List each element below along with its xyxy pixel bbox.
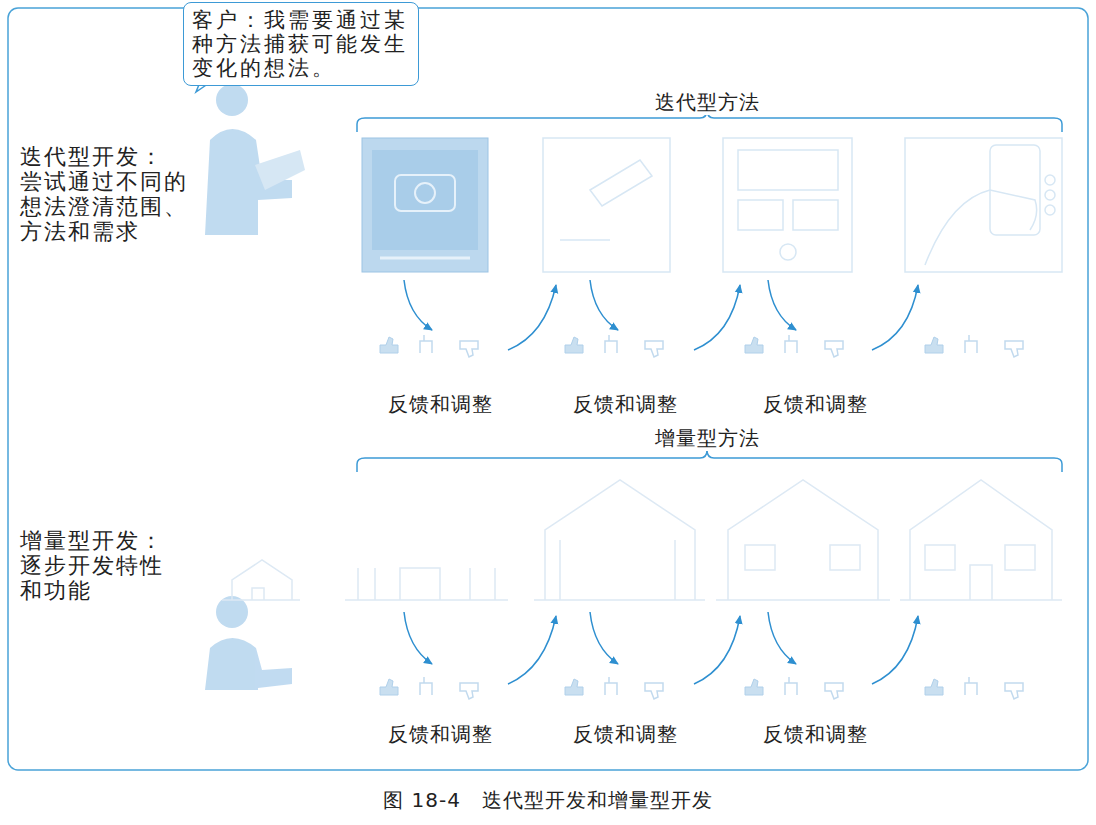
feedback-icon	[645, 683, 663, 699]
feedback-icon	[565, 679, 583, 695]
callout-text: 客户：我需要通过某种方法捕获可能发生变化的想法。	[192, 8, 412, 80]
feedback-label: 反馈和调整	[388, 392, 493, 417]
panel-border	[8, 8, 1088, 770]
callout-bubble: 客户：我需要通过某种方法捕获可能发生变化的想法。	[183, 2, 419, 86]
feedback-icon	[1005, 683, 1023, 699]
brace-label: 增量型方法	[655, 426, 760, 451]
feedback-icon	[565, 337, 583, 353]
iteration-image	[543, 138, 670, 272]
section-heading: 迭代型开发：	[20, 144, 200, 169]
feedback-icons	[380, 335, 1023, 699]
iteration-image	[905, 138, 1062, 272]
iteration-image	[723, 138, 852, 272]
feedback-icon	[420, 335, 432, 353]
feedback-icon	[1005, 341, 1023, 357]
brace	[357, 450, 1062, 472]
brace-label: 迭代型方法	[655, 90, 760, 115]
section-body: 逐步开发特性和功能	[20, 553, 170, 603]
feedback-icon	[745, 337, 763, 353]
feedback-icon	[785, 335, 797, 353]
feedback-icon	[605, 335, 617, 353]
feedback-arrow	[404, 280, 918, 684]
feedback-label: 反馈和调整	[573, 722, 678, 747]
feedback-icon	[645, 341, 663, 357]
feedback-icon	[825, 341, 843, 357]
feedback-icon	[785, 677, 797, 695]
section-body: 尝试通过不同的想法澄清范围、方法和需求	[20, 169, 192, 244]
feedback-icon	[925, 337, 943, 353]
person-figure	[205, 596, 292, 690]
feedback-icon	[420, 677, 432, 695]
feedback-icon	[825, 683, 843, 699]
feedback-label: 反馈和调整	[388, 722, 493, 747]
feedback-icon	[965, 335, 977, 353]
feedback-icon	[460, 683, 478, 699]
feedback-icon	[925, 679, 943, 695]
figure-caption: 图 18-4 迭代型开发和增量型开发	[383, 788, 713, 813]
iteration-image	[362, 138, 488, 272]
feedback-icon	[745, 679, 763, 695]
feedback-icon	[605, 677, 617, 695]
person-figure	[205, 84, 305, 235]
feedback-icon	[380, 679, 398, 695]
feedback-label: 反馈和调整	[763, 722, 868, 747]
section-heading: 增量型开发：	[20, 528, 200, 553]
feedback-icon	[380, 337, 398, 353]
feedback-icon	[460, 341, 478, 357]
feedback-icon	[965, 677, 977, 695]
feedback-label: 反馈和调整	[573, 392, 678, 417]
feedback-label: 反馈和调整	[763, 392, 868, 417]
house-figure	[222, 480, 1062, 600]
